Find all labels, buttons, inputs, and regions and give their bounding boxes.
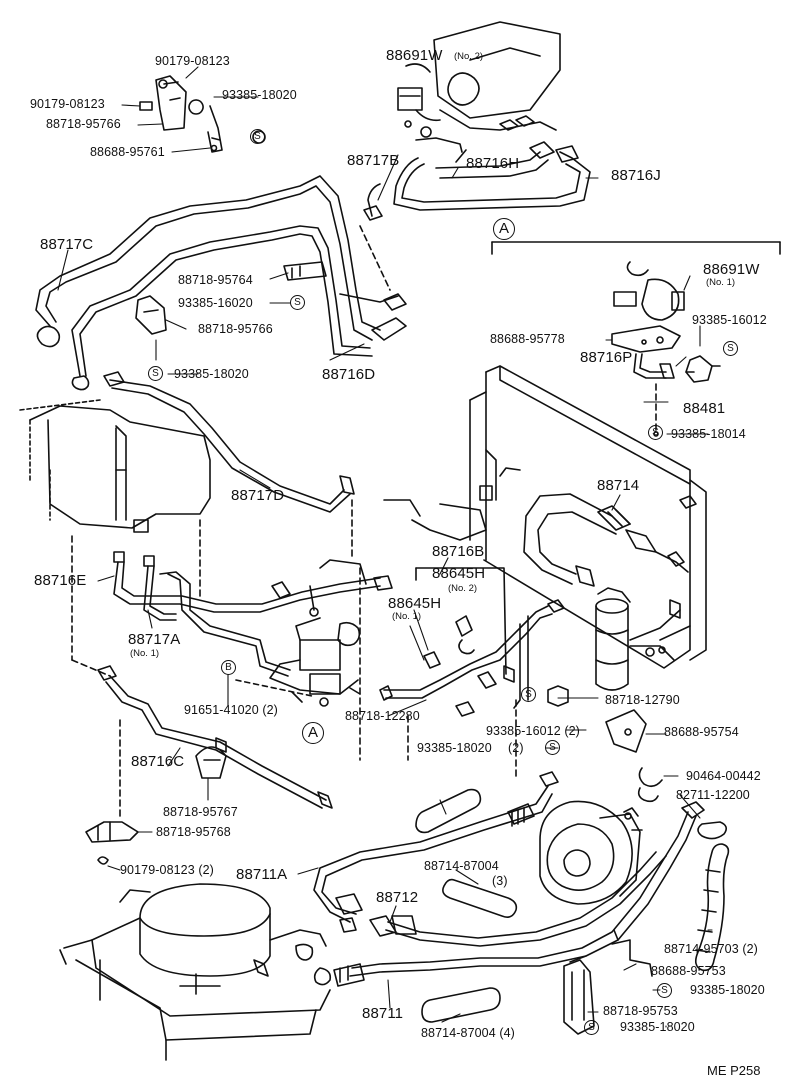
callout-90179-08123-a: 90179-08123: [155, 54, 230, 68]
s-marker: S: [521, 687, 536, 702]
callout-88716B: 88716B: [432, 543, 485, 560]
callout-88712: 88712: [376, 889, 419, 906]
section-a-marker: A: [493, 218, 515, 240]
callout-88717A-note: (No. 1): [130, 648, 160, 659]
callout-93385-18014: 93385-18014: [671, 427, 746, 441]
callout-88645H-no2-note: (No. 2): [448, 583, 478, 594]
callout-93385-16012-b: 93385-16012 (2): [486, 724, 580, 738]
brackets-right-mid: [547, 685, 728, 840]
callout-93385-18020-d: 93385-18020: [690, 983, 765, 997]
callout-90179-08123-c: 90179-08123 (2): [120, 863, 214, 877]
callout-90464-00442: 90464-00442: [686, 769, 761, 783]
callout-88691W-no1: 88691W: [703, 261, 760, 278]
callout-88717A: 88717A: [128, 631, 181, 648]
callout-93385-18020-a: 93385-18020: [222, 88, 297, 102]
callout-88716E: 88716E: [34, 572, 87, 589]
callout-88481: 88481: [683, 400, 726, 417]
callout-93385-18020-b: 93385-18020: [174, 367, 249, 381]
s-marker: S: [584, 1020, 599, 1035]
s-marker: S: [657, 983, 672, 998]
callout-88711: 88711: [362, 1005, 404, 1022]
tube-88717D: [103, 371, 355, 513]
b-marker: B: [221, 660, 236, 675]
s-marker: S: [290, 295, 305, 310]
s-marker: S: [148, 366, 163, 381]
callout-93385-18020-e: 93385-18020: [620, 1020, 695, 1034]
callout-88718-95768: 88718-95768: [156, 825, 231, 839]
callout-93385-16020: 93385-16020: [178, 296, 253, 310]
callout-88688-95778: 88688-95778: [490, 332, 565, 346]
pressure-switch-assembly-top: [397, 21, 561, 153]
leader-lines: [57, 66, 713, 1028]
callout-88716P: 88716P: [580, 349, 633, 366]
callout-88716H: 88716H: [466, 155, 520, 172]
page-code: ME P258: [707, 1063, 761, 1078]
clip-88718-95768: [85, 821, 139, 865]
callout-88718-95753: 88718-95753: [603, 1004, 678, 1018]
callout-88691W-no1-note: (No. 1): [706, 277, 736, 288]
callout-88645H-no1: 88645H: [388, 595, 442, 612]
callout-88717B: 88717B: [347, 152, 400, 169]
callout-qty-3: (3): [492, 874, 508, 888]
s-marker: S: [250, 129, 265, 144]
callout-88718-95766-b: 88718-95766: [198, 322, 273, 336]
callout-88716J: 88716J: [611, 167, 661, 184]
s-marker: S: [545, 740, 560, 755]
callout-88717D: 88717D: [231, 487, 285, 504]
callout-88718-12280: 88718-12280: [345, 709, 420, 723]
tube-88716C: [97, 665, 333, 809]
callout-88718-95766-a: 88718-95766: [46, 117, 121, 131]
callout-88714: 88714: [597, 477, 640, 494]
evaporator-case-left: [19, 399, 211, 661]
clip-group-mid-left: [135, 261, 327, 335]
callout-82711-12200: 82711-12200: [676, 788, 750, 802]
callout-93385-18020-c: 93385-18020: [417, 741, 492, 755]
callout-88691W-no2-note: (No. 2): [454, 51, 484, 62]
callout-88645H-no1-note: (No. 1): [392, 611, 422, 622]
blower-unit-bottom-left: [59, 883, 331, 1061]
callout-88717C: 88717C: [40, 236, 94, 253]
hose-88714: [523, 493, 689, 587]
callout-88714-87004-b: 88714-87004: [424, 859, 499, 873]
hose-pieces: [415, 788, 730, 1023]
callout-88691W-no2: 88691W: [386, 47, 443, 64]
dashed-leaders-left: [71, 225, 517, 821]
section-a-marker: A: [302, 722, 324, 744]
tubes-88716H-J: [363, 141, 591, 221]
s-marker: S: [723, 341, 738, 356]
tubes-88716E-88717A: [113, 551, 393, 677]
receiver-drier: [513, 587, 681, 709]
callout-88688-95761: 88688-95761: [90, 145, 165, 159]
callout-88716D: 88716D: [322, 366, 376, 383]
callout-93385-16012-a: 93385-16012: [692, 313, 767, 327]
callout-88714-95703: 88714-95703 (2): [664, 942, 758, 956]
callout-88688-95753: 88688-95753: [651, 964, 726, 978]
expansion-valve-cluster: [235, 617, 361, 707]
callout-91651-41020: 91651-41020 (2): [184, 703, 278, 717]
callout-88645H-no2: 88645H: [432, 565, 486, 582]
callout-88711A: 88711A: [236, 866, 288, 883]
callout-qty-2: (2): [508, 741, 524, 755]
condenser-right: [383, 365, 707, 669]
callout-88714-87004-c: 88714-87004 (4): [421, 1026, 515, 1040]
compressor: [539, 800, 643, 905]
callout-88718-12790: 88718-12790: [605, 693, 680, 707]
callout-88716C: 88716C: [131, 753, 185, 770]
callout-88718-95764: 88718-95764: [178, 273, 253, 287]
callout-88718-95767: 88718-95767: [163, 805, 238, 819]
lower-hoses: [313, 771, 705, 987]
callout-88688-95754: 88688-95754: [664, 725, 739, 739]
callout-90179-08123-b: 90179-08123: [30, 97, 105, 111]
s-marker: S: [648, 425, 663, 440]
tubes-88717C-88716D: [35, 175, 407, 391]
switch-88645H-group: [379, 567, 553, 717]
